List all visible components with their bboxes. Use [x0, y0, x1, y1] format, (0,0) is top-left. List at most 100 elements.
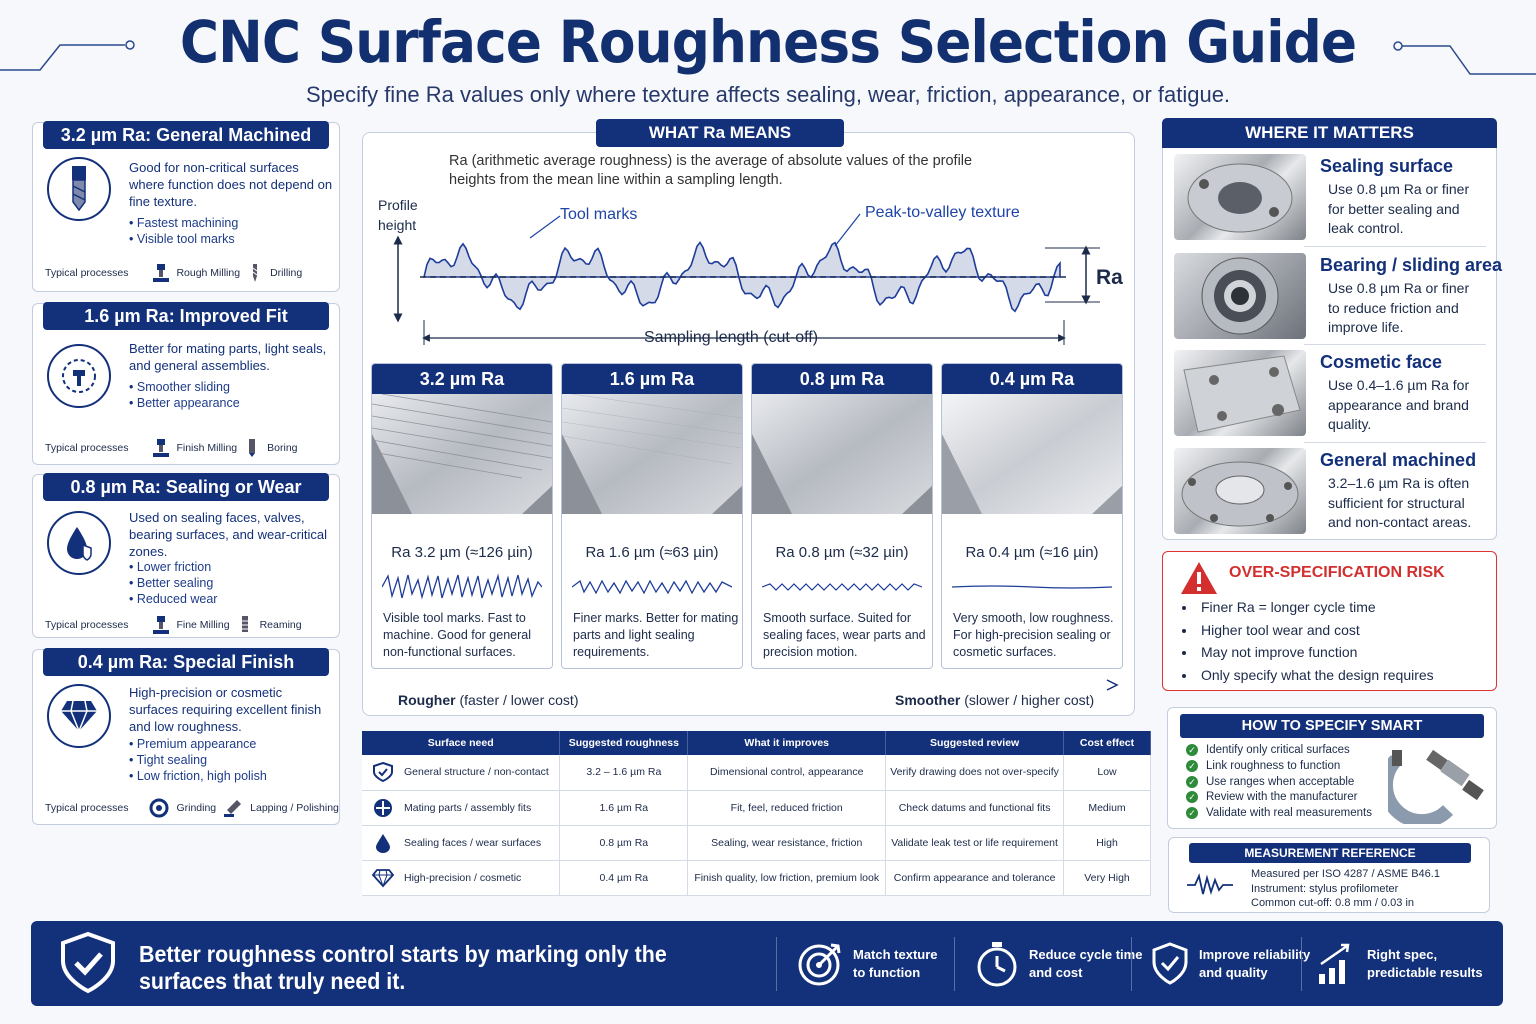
- procs-label: Typical processes: [45, 619, 129, 631]
- procs-label: Typical processes: [45, 267, 129, 279]
- card-header: 0.4 µm Ra: Special Finish: [43, 648, 329, 676]
- line-2: and cost: [1029, 965, 1083, 980]
- card-bullets: Lower friction Better sealing Reduced we…: [129, 559, 218, 607]
- boring-bar-icon: [249, 439, 256, 457]
- footer-separator: [1301, 937, 1302, 991]
- where-item-sealing: Sealing surface Use 0.8 µm Ra or finer f…: [1172, 150, 1486, 242]
- roughness-wave-icon: [762, 583, 922, 591]
- surface-block-image: [562, 394, 742, 514]
- sample-description: Smooth surface. Suited for sealing faces…: [763, 611, 926, 659]
- checklist-item: ✓Use ranges when acceptable: [1186, 775, 1372, 791]
- divider: [1304, 246, 1486, 247]
- sample-description: Visible tool marks. Fast to machine. Goo…: [383, 611, 532, 659]
- line-1: Reduce cycle time: [1029, 947, 1143, 962]
- card-bullets: Fastest machining Visible tool marks: [129, 215, 238, 247]
- table-cell: Sealing faces / wear surfaces: [362, 825, 561, 861]
- measurement-line: Common cut-off: 0.8 mm / 0.03 in: [1251, 897, 1415, 909]
- rough-to-smooth-gradient-arrow: [385, 679, 1119, 691]
- process-1: Fine Milling: [176, 619, 230, 631]
- measurement-line: Measured per ISO 4287 / ASME B46.1: [1251, 868, 1440, 880]
- milling-machine-icon: [153, 439, 170, 457]
- card-description: Used on sealing faces, valves, bearing s…: [129, 510, 327, 559]
- diamond-icon: [47, 684, 111, 748]
- table-row: General structure / non-contact 3.2 – 1.…: [362, 755, 1151, 791]
- surface-block-image: [752, 394, 932, 514]
- check-icon: ✓: [1186, 775, 1198, 788]
- table-cell: Low: [1063, 755, 1151, 791]
- process-1: Finish Milling: [176, 442, 238, 454]
- where-it-matters-header: WHERE IT MATTERS: [1162, 118, 1497, 148]
- footer-item-text: Right spec,predictable results: [1367, 946, 1483, 982]
- divider: [1304, 442, 1486, 443]
- roughness-wave-icon: [382, 573, 542, 600]
- footer-item-text: Improve reliability and quality: [1199, 946, 1310, 982]
- table-cell: High: [1063, 825, 1151, 861]
- smoother-bold: Smoother: [895, 692, 961, 708]
- sample-value: Ra 1.6 µm (≈63 µin): [585, 544, 719, 561]
- table-row: High-precision / cosmetic 0.4 µm Ra Fini…: [362, 860, 1151, 896]
- process-1: Grinding: [176, 802, 217, 814]
- table-cell: Very High: [1063, 860, 1151, 896]
- page-title: CNC Surface Roughness Selection Guide: [179, 8, 1357, 76]
- sample-3-2: 3.2 µm Ra Ra 3.2 µm (≈126 µin) Visible t…: [371, 363, 553, 669]
- table-cell: High-precision / cosmetic: [362, 860, 561, 896]
- risk-title: OVER-SPECIFICATION RISK: [1229, 564, 1445, 581]
- roughness-selection-table: Surface need Suggested roughness What it…: [362, 731, 1151, 896]
- rougher-label: Rougher (faster / lower cost): [398, 692, 578, 708]
- measurement-reference-panel: MEASUREMENT REFERENCE Measured per ISO 4…: [1168, 837, 1490, 913]
- bullet: Low friction, high polish: [129, 768, 267, 784]
- procs-label: Typical processes: [45, 802, 129, 814]
- water-drop-icon: [376, 833, 390, 853]
- table-cell: 0.8 µm Ra: [559, 825, 689, 861]
- micrometer-icon: [1388, 749, 1484, 824]
- drill-bit-icon: [252, 264, 258, 282]
- checklist-item: ✓Link roughness to function: [1186, 759, 1372, 775]
- check-icon: ✓: [1186, 807, 1198, 820]
- page-subtitle: Specify fine Ra values only where textur…: [305, 82, 1231, 107]
- measurement-line: Instrument: stylus profilometer: [1251, 882, 1399, 895]
- sample-header: 0.4 µm Ra: [942, 364, 1122, 394]
- process-2: Reaming: [259, 619, 302, 631]
- bullet: Premium appearance: [129, 736, 267, 752]
- rougher-note: (faster / lower cost): [455, 692, 579, 708]
- profile-label: Profile: [378, 197, 418, 213]
- sample-description: Finer marks. Better for mating parts and…: [573, 611, 739, 659]
- sample-description: Very smooth, low roughness. For high-pre…: [953, 611, 1114, 659]
- cell-text: High-precision / cosmetic: [404, 871, 522, 884]
- table-cell: 0.4 µm Ra: [559, 860, 689, 896]
- card-1-6-fit: 1.6 µm Ra: Improved Fit Better for matin…: [32, 302, 340, 465]
- line-2: and quality: [1199, 965, 1268, 980]
- footer-message: Better roughness control starts by marki…: [139, 941, 667, 994]
- cosmetic-plate-image: [1174, 350, 1306, 436]
- over-specification-risk-panel: OVER-SPECIFICATION RISK Finer Ra = longe…: [1162, 551, 1497, 691]
- item-description: Use 0.8 µm Ra or finer for better sealin…: [1328, 181, 1470, 236]
- table-cell: Sealing, wear resistance, friction: [687, 825, 887, 861]
- risk-item: Higher tool wear and cost: [1197, 619, 1434, 642]
- checklist-item: ✓ Validate with real measurements: [1186, 806, 1372, 822]
- shield-icon: [373, 762, 393, 783]
- measurement-header: MEASUREMENT REFERENCE: [1189, 843, 1471, 863]
- procs-label: Typical processes: [45, 442, 129, 454]
- card-description: Better for mating parts, light seals, an…: [129, 341, 327, 373]
- stopwatch-icon: [977, 942, 1017, 987]
- line-1: Improve reliability: [1199, 947, 1311, 962]
- process-2: Boring: [267, 442, 298, 454]
- shield-check-icon: [61, 931, 115, 994]
- target-fit-icon: [47, 344, 111, 408]
- table-cell: Mating parts / assembly fits: [362, 790, 561, 826]
- crosshair-fit-icon: [374, 798, 392, 817]
- smart-header: HOW TO SPECIFY SMART: [1180, 714, 1484, 738]
- col-what-improves: What it improves: [687, 731, 887, 755]
- ra-meaning-header: WHAT Ra MEANS: [596, 119, 844, 147]
- surface-block-image: [942, 394, 1122, 514]
- checklist-text: Validate with real measurements: [1206, 807, 1372, 820]
- card-description: Good for non-critical surfaces where fun…: [129, 160, 333, 209]
- where-item-cosmetic: Cosmetic face Use 0.4–1.6 µm Ra for appe…: [1172, 346, 1486, 438]
- process-2: Drilling: [270, 267, 303, 279]
- roughness-profile-diagram: [393, 213, 1100, 345]
- sample-value: Ra 0.8 µm (≈32 µin): [775, 544, 909, 561]
- sample-0-8: 0.8 µm Ra Ra 0.8 µm (≈32 µin) Smooth sur…: [751, 363, 933, 669]
- cell-text: Mating parts / assembly fits: [404, 801, 532, 814]
- profile-axis-label: Profile height: [378, 195, 418, 235]
